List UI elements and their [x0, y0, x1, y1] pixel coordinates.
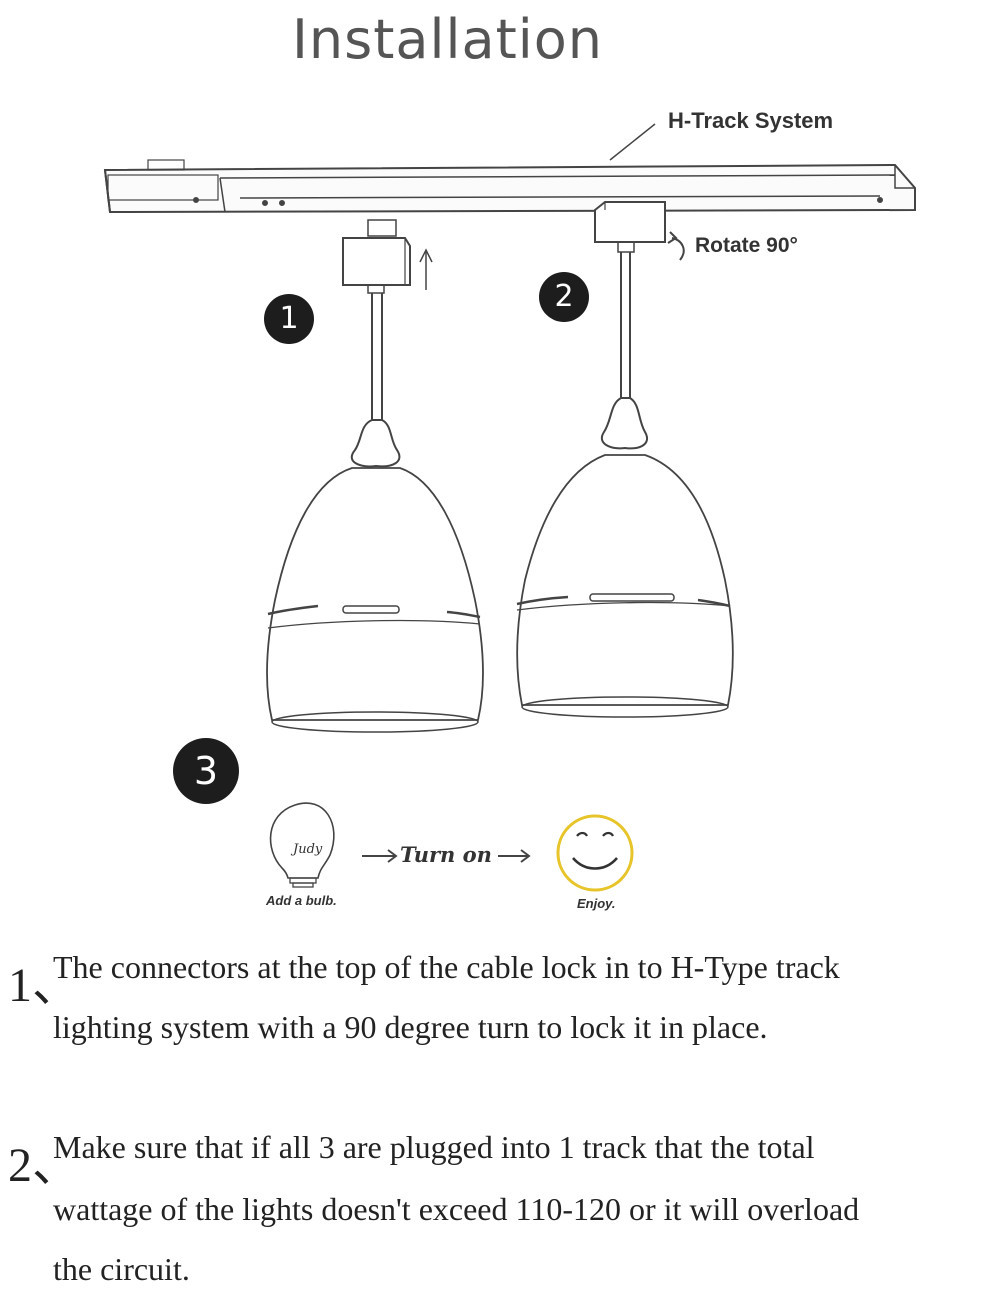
- up-arrow-icon: [419, 248, 433, 290]
- note-line: lighting system with a 90 degree turn to…: [53, 1009, 768, 1045]
- arrow-right-icon: [498, 849, 531, 863]
- track-adapter-2: [594, 201, 666, 253]
- page-title: Installation: [291, 8, 604, 71]
- track-label-pointer: [609, 123, 656, 161]
- pendant-light-2: [516, 252, 734, 718]
- track-adapter-1: [342, 219, 411, 294]
- arrow-right-icon: [362, 849, 398, 863]
- rotate-arrow-icon: [667, 231, 685, 261]
- note-line: the circuit.: [53, 1251, 190, 1287]
- enjoy-label: Enjoy.: [577, 896, 616, 911]
- smiley-face-icon: [556, 814, 634, 892]
- note-line: Make sure that if all 3 are plugged into…: [53, 1129, 815, 1165]
- note-line: The connectors at the top of the cable l…: [53, 949, 840, 985]
- installation-diagram: [103, 123, 916, 892]
- note-number: 1、: [8, 959, 81, 1012]
- turn-on-label: Turn on: [400, 842, 492, 867]
- h-track-rail: [103, 159, 916, 214]
- step-3-badge: 3: [173, 738, 239, 804]
- note-number: 2、: [8, 1139, 81, 1192]
- add-bulb-label: Add a bulb.: [266, 893, 337, 908]
- step-1-badge: 1: [264, 294, 314, 344]
- note-line: wattage of the lights doesn't exceed 110…: [53, 1191, 860, 1227]
- bulb-icon: [269, 802, 335, 888]
- rotate-label: Rotate 90°: [695, 234, 798, 257]
- pendant-light-1: [266, 293, 484, 733]
- bulb-logo-text: Judy: [293, 842, 323, 857]
- track-system-label: H-Track System: [668, 108, 834, 133]
- step-2-badge: 2: [539, 272, 589, 322]
